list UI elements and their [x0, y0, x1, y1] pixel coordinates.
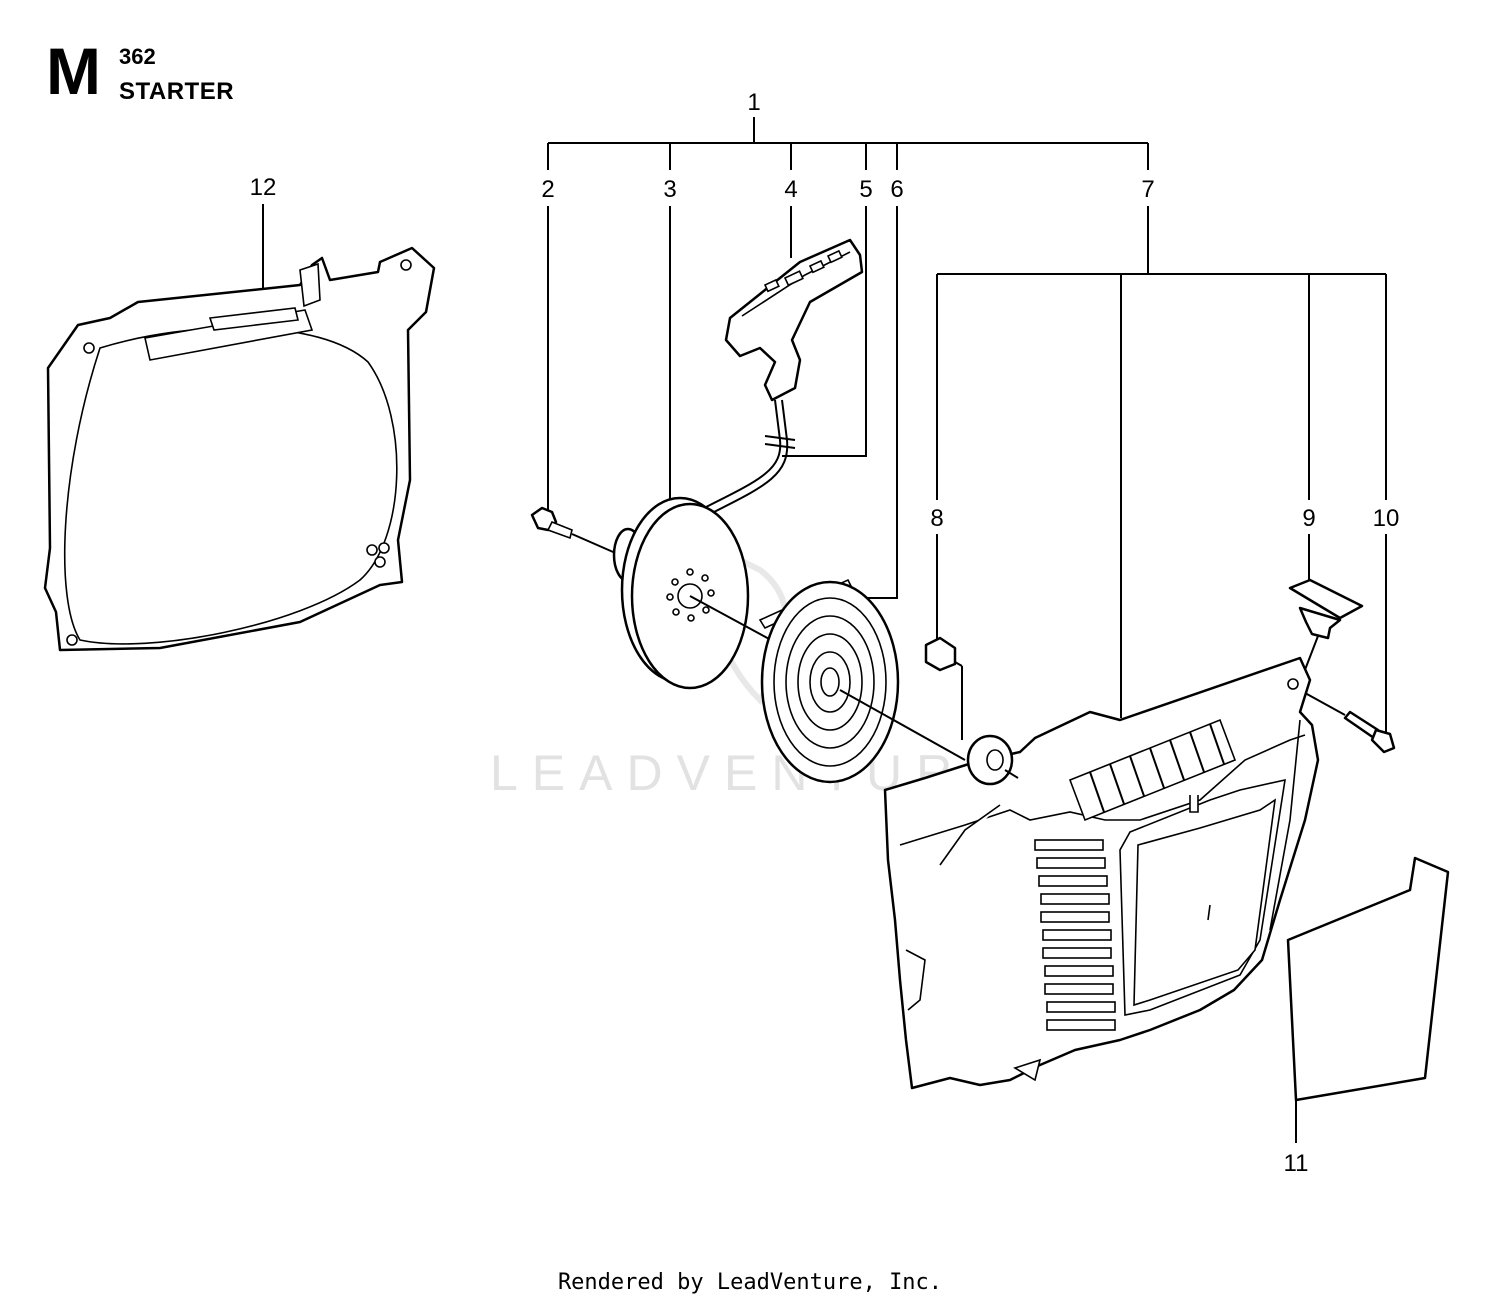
- page-title: STARTER: [119, 78, 235, 105]
- page-letter: M: [46, 34, 101, 108]
- part-fan-housing: [43, 246, 436, 652]
- callout-numbers: 1 2 3 4 5 6 7 8 9 10 11 12: [250, 89, 1400, 1177]
- callout-lines: [262, 117, 1387, 1143]
- footer-credit: Rendered by LeadVenture, Inc.: [557, 1270, 943, 1295]
- callout-10: 10: [1373, 505, 1400, 532]
- callout-6: 6: [890, 176, 903, 203]
- callout-4: 4: [784, 176, 797, 203]
- callout-11: 11: [1284, 1150, 1309, 1177]
- callout-8: 8: [930, 505, 943, 532]
- callout-5: 5: [859, 176, 872, 203]
- part-decal: [1286, 856, 1450, 1102]
- part-nut: [924, 636, 963, 740]
- cover-vents-side: [1034, 839, 1116, 1031]
- part-starter-handle: [699, 238, 864, 517]
- callout-7: 7: [1141, 176, 1154, 203]
- part-rewind-spring: [758, 578, 966, 784]
- callout-12: 12: [250, 174, 277, 201]
- part-screw: [530, 506, 621, 556]
- callout-9: 9: [1302, 505, 1315, 532]
- model-number: 362: [119, 44, 156, 69]
- pulley-holes: [666, 568, 715, 622]
- part-starter-pulley: [612, 496, 831, 690]
- callout-2: 2: [541, 176, 554, 203]
- callout-1: 1: [747, 89, 760, 116]
- part-starter-cover: [883, 656, 1320, 1090]
- callout-3: 3: [663, 176, 676, 203]
- cover-vents-top: [1068, 718, 1237, 822]
